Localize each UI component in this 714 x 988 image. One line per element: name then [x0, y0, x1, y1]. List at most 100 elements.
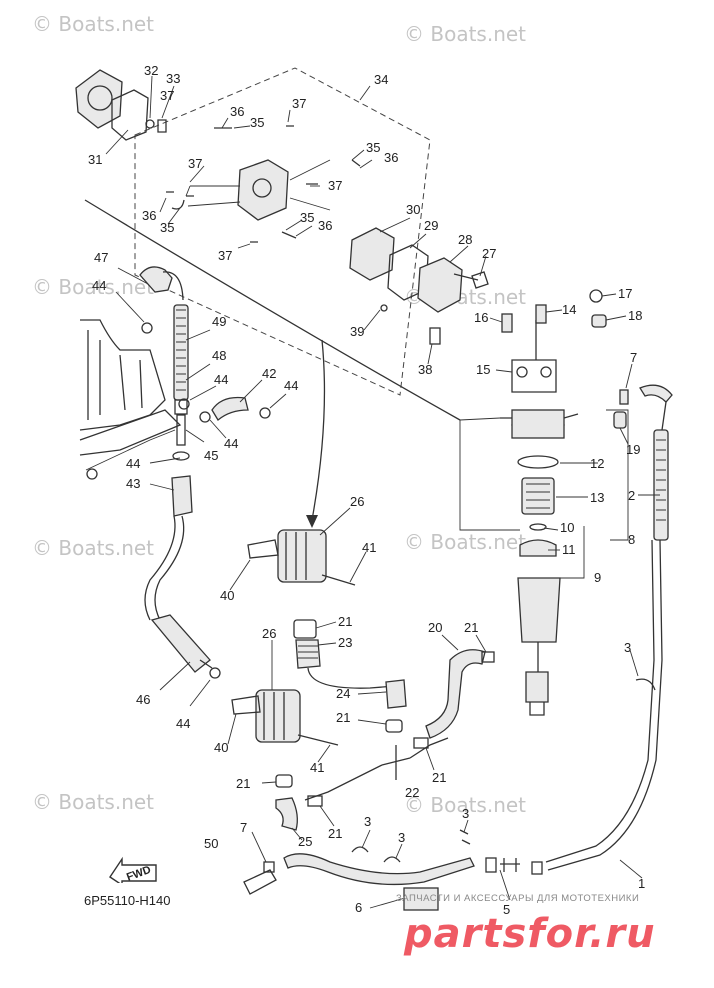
pin-38 — [429, 327, 441, 345]
callout: 44 — [214, 372, 228, 387]
clip-44 — [259, 407, 271, 419]
callout: 30 — [406, 202, 420, 217]
callout: 36 — [384, 150, 398, 165]
fuel-filter-assembly — [500, 320, 579, 716]
callout: 23 — [338, 635, 352, 650]
fuel-pump-26-upper — [247, 529, 356, 669]
callout: 20 — [428, 620, 442, 635]
screw-27 — [453, 271, 489, 289]
callout: 5 — [503, 902, 510, 917]
callout-labels: 1 2 3 3 3 3 5 6 7 7 8 9 10 11 12 13 14 1… — [88, 63, 645, 917]
callout: 46 — [136, 692, 150, 707]
callout: 34 — [374, 72, 388, 87]
callout: 3 — [462, 806, 469, 821]
callout: 24 — [336, 686, 350, 701]
callout: 37 — [328, 178, 342, 193]
engine-block — [79, 319, 182, 480]
callout: 8 — [628, 532, 635, 547]
callout: 9 — [594, 570, 601, 585]
shop-tagline: ЗАПЧАСТИ И АКСЕССУАРЫ ДЛЯ МОТОТЕХНИКИ — [396, 893, 640, 904]
clip-44 — [209, 667, 221, 679]
callout: 28 — [458, 232, 472, 247]
callout: 35 — [366, 140, 380, 155]
callout: 15 — [476, 362, 490, 377]
callout: 25 — [298, 834, 312, 849]
part-18 — [591, 314, 607, 328]
fuel-line-1 — [547, 539, 663, 871]
clip-3 — [459, 829, 471, 845]
callout: 19 — [626, 442, 640, 457]
callout: 16 — [474, 310, 488, 325]
callout: 3 — [398, 830, 405, 845]
callout: 41 — [362, 540, 376, 555]
callout: 36 — [230, 104, 244, 119]
clip-3 — [383, 856, 401, 863]
callout: 44 — [92, 278, 106, 293]
part-17 — [589, 289, 603, 303]
watermark: © Boats.net — [404, 530, 527, 554]
callout: 37 — [218, 248, 232, 263]
callout: 35 — [160, 220, 174, 235]
callout: 47 — [94, 250, 108, 265]
hose-2 — [639, 384, 673, 541]
clip-3 — [351, 846, 369, 853]
callout: 37 — [188, 156, 202, 171]
callout: 50 — [204, 836, 218, 851]
callout: 31 — [88, 152, 102, 167]
callout: 3 — [364, 814, 371, 829]
callout: 35 — [250, 115, 264, 130]
watermark: © Boats.net — [32, 536, 155, 560]
clip-7 — [263, 861, 275, 873]
leader-lines — [105, 75, 660, 909]
callout: 37 — [292, 96, 306, 111]
callout: 11 — [562, 542, 576, 557]
callout: 42 — [262, 366, 276, 381]
clip-44 — [199, 411, 211, 423]
callout: 44 — [126, 456, 140, 471]
forward-arrow-icon: FWD — [109, 856, 157, 883]
callout: 36 — [142, 208, 156, 223]
callout: 26 — [262, 626, 276, 641]
callout: 44 — [284, 378, 298, 393]
diagram-code: 6P55110-H140 — [84, 893, 171, 908]
callout: 38 — [418, 362, 432, 377]
bracket-8 — [459, 409, 629, 541]
bracket-9 — [560, 526, 585, 579]
holder-6 — [403, 887, 439, 911]
divider-line — [84, 199, 461, 421]
callout: 6 — [355, 900, 362, 915]
callout: 21 — [328, 826, 342, 841]
callout: 21 — [336, 710, 350, 725]
watermark: © Boats.net — [32, 790, 155, 814]
callout: 13 — [590, 490, 604, 505]
body-28 — [417, 257, 463, 313]
callout: 36 — [318, 218, 332, 233]
clip-3 — [635, 678, 656, 691]
callout: 40 — [220, 588, 234, 603]
callout: 17 — [618, 286, 632, 301]
callout: 45 — [204, 448, 218, 463]
callout: 33 — [166, 71, 180, 86]
callout: 32 — [144, 63, 158, 78]
clip-44 — [178, 398, 190, 410]
callout: 21 — [236, 776, 250, 791]
screw-16 — [501, 313, 513, 333]
callout: 21 — [338, 614, 352, 629]
pump-cover-31 — [75, 69, 167, 141]
callout: 43 — [126, 476, 140, 491]
callout: 10 — [560, 520, 574, 535]
assembly-outline-34 — [134, 67, 431, 396]
callout: 14 — [562, 302, 576, 317]
callout: 49 — [212, 314, 226, 329]
callout: 21 — [432, 770, 446, 785]
callout: 21 — [464, 620, 478, 635]
watermark: © Boats.net — [404, 793, 527, 817]
callout: 44 — [176, 716, 190, 731]
joint-22 — [381, 737, 449, 780]
hose-20 — [425, 649, 486, 739]
hose-47-assembly — [139, 266, 213, 673]
hose-6 — [283, 853, 475, 886]
callout: 3 — [624, 640, 631, 655]
callout: 40 — [214, 740, 228, 755]
